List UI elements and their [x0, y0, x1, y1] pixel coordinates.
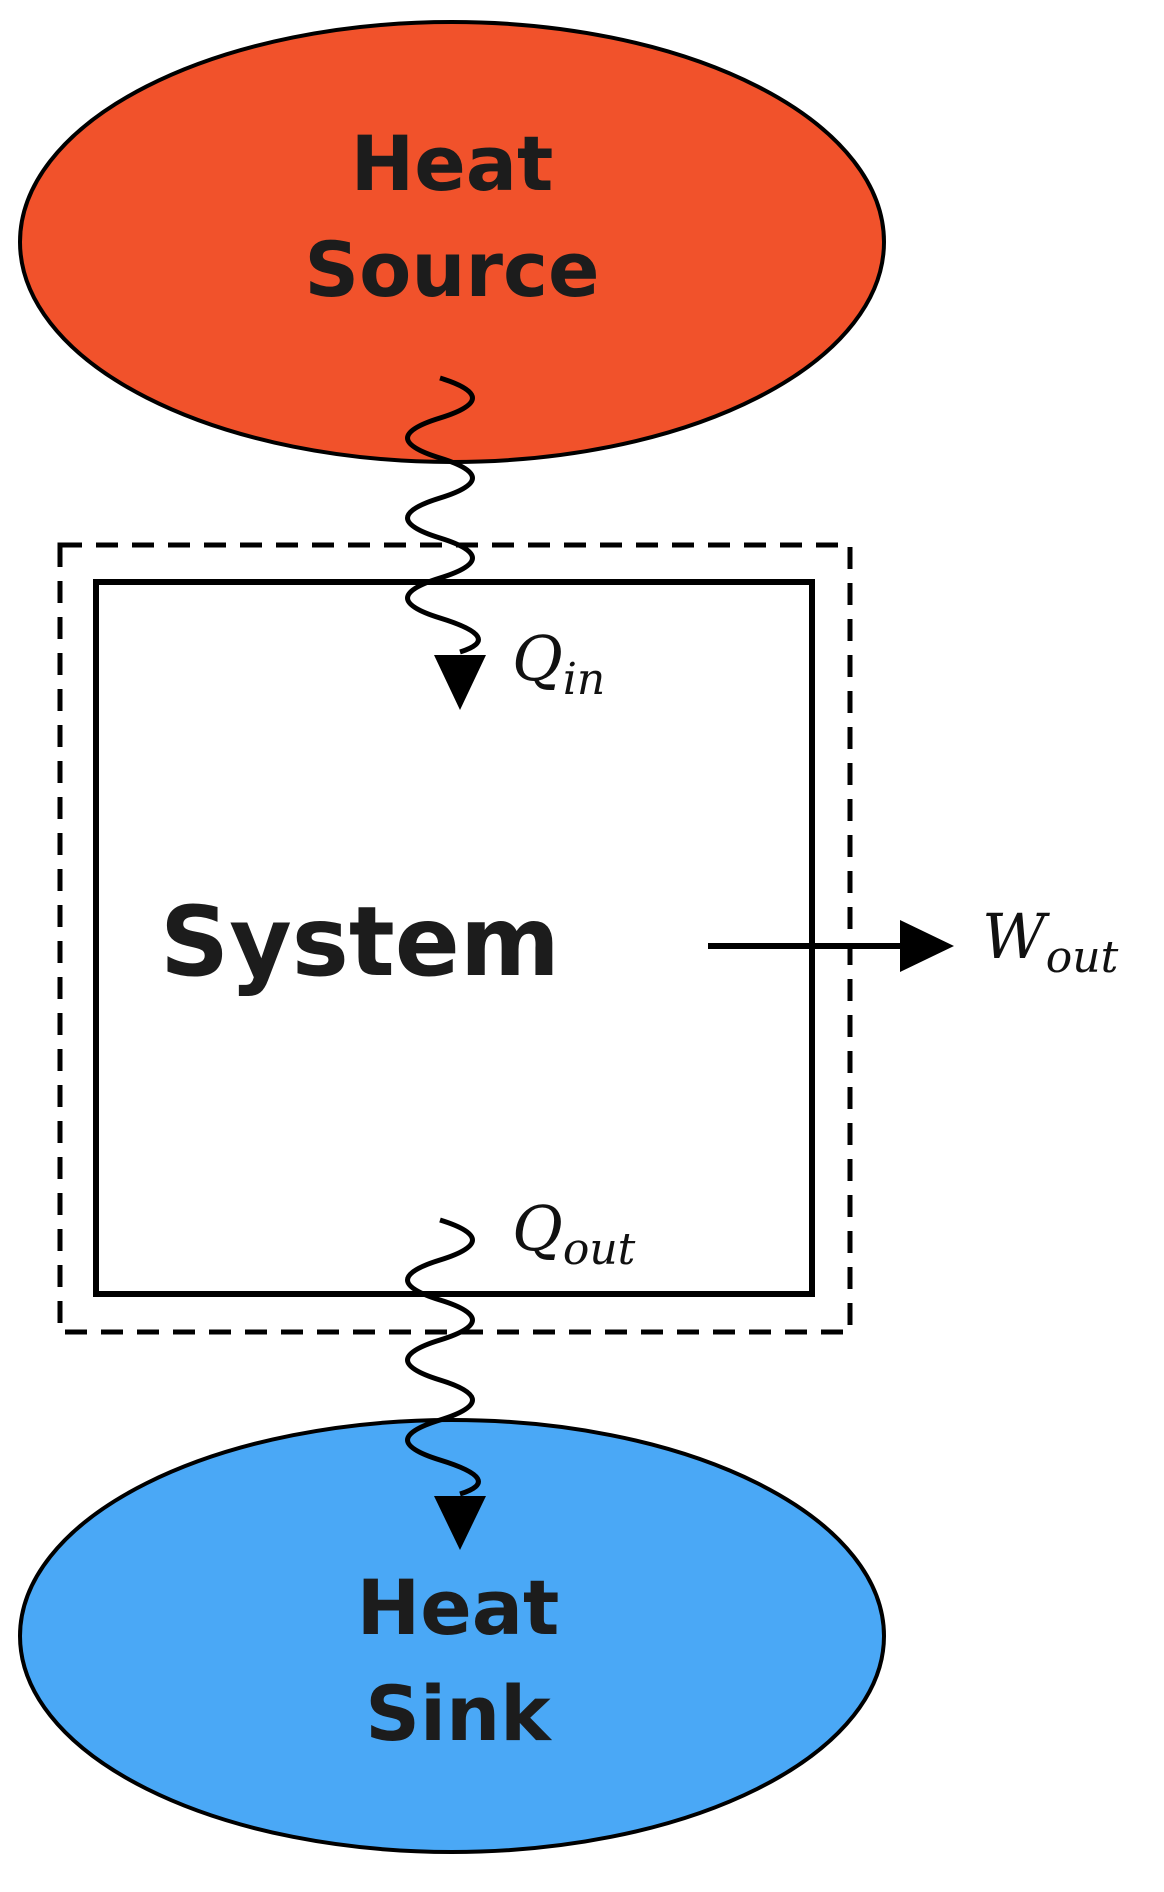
q-out-symbol: Q: [512, 1192, 563, 1265]
heat-sink-ellipse: [18, 1418, 886, 1854]
q-out-arrowhead: [434, 1496, 486, 1550]
w-out-arrowhead: [900, 920, 954, 972]
heat-source-label-line2: Source: [304, 225, 599, 314]
q-in-symbol: Q: [512, 622, 563, 695]
heat-sink-label-line2: Sink: [365, 1669, 552, 1758]
w-out-subscript: out: [1046, 932, 1119, 983]
heat-sink-label-line1: Heat: [357, 1563, 560, 1652]
w-out-symbol: W: [982, 900, 1050, 973]
q-out-subscript: out: [563, 1224, 636, 1275]
heat-source-label-line1: Heat: [351, 119, 554, 208]
w-out-label: Wout: [982, 900, 1119, 983]
q-in-arrowhead: [434, 655, 486, 710]
q-out-wavy-line: [405, 1217, 481, 1497]
system-box: [93, 579, 815, 1297]
q-in-wavy-line: [405, 375, 481, 655]
system-label: System: [160, 886, 560, 998]
q-in-label: Qin: [512, 622, 605, 705]
q-out-label: Qout: [512, 1192, 636, 1275]
q-in-subscript: in: [563, 654, 605, 705]
